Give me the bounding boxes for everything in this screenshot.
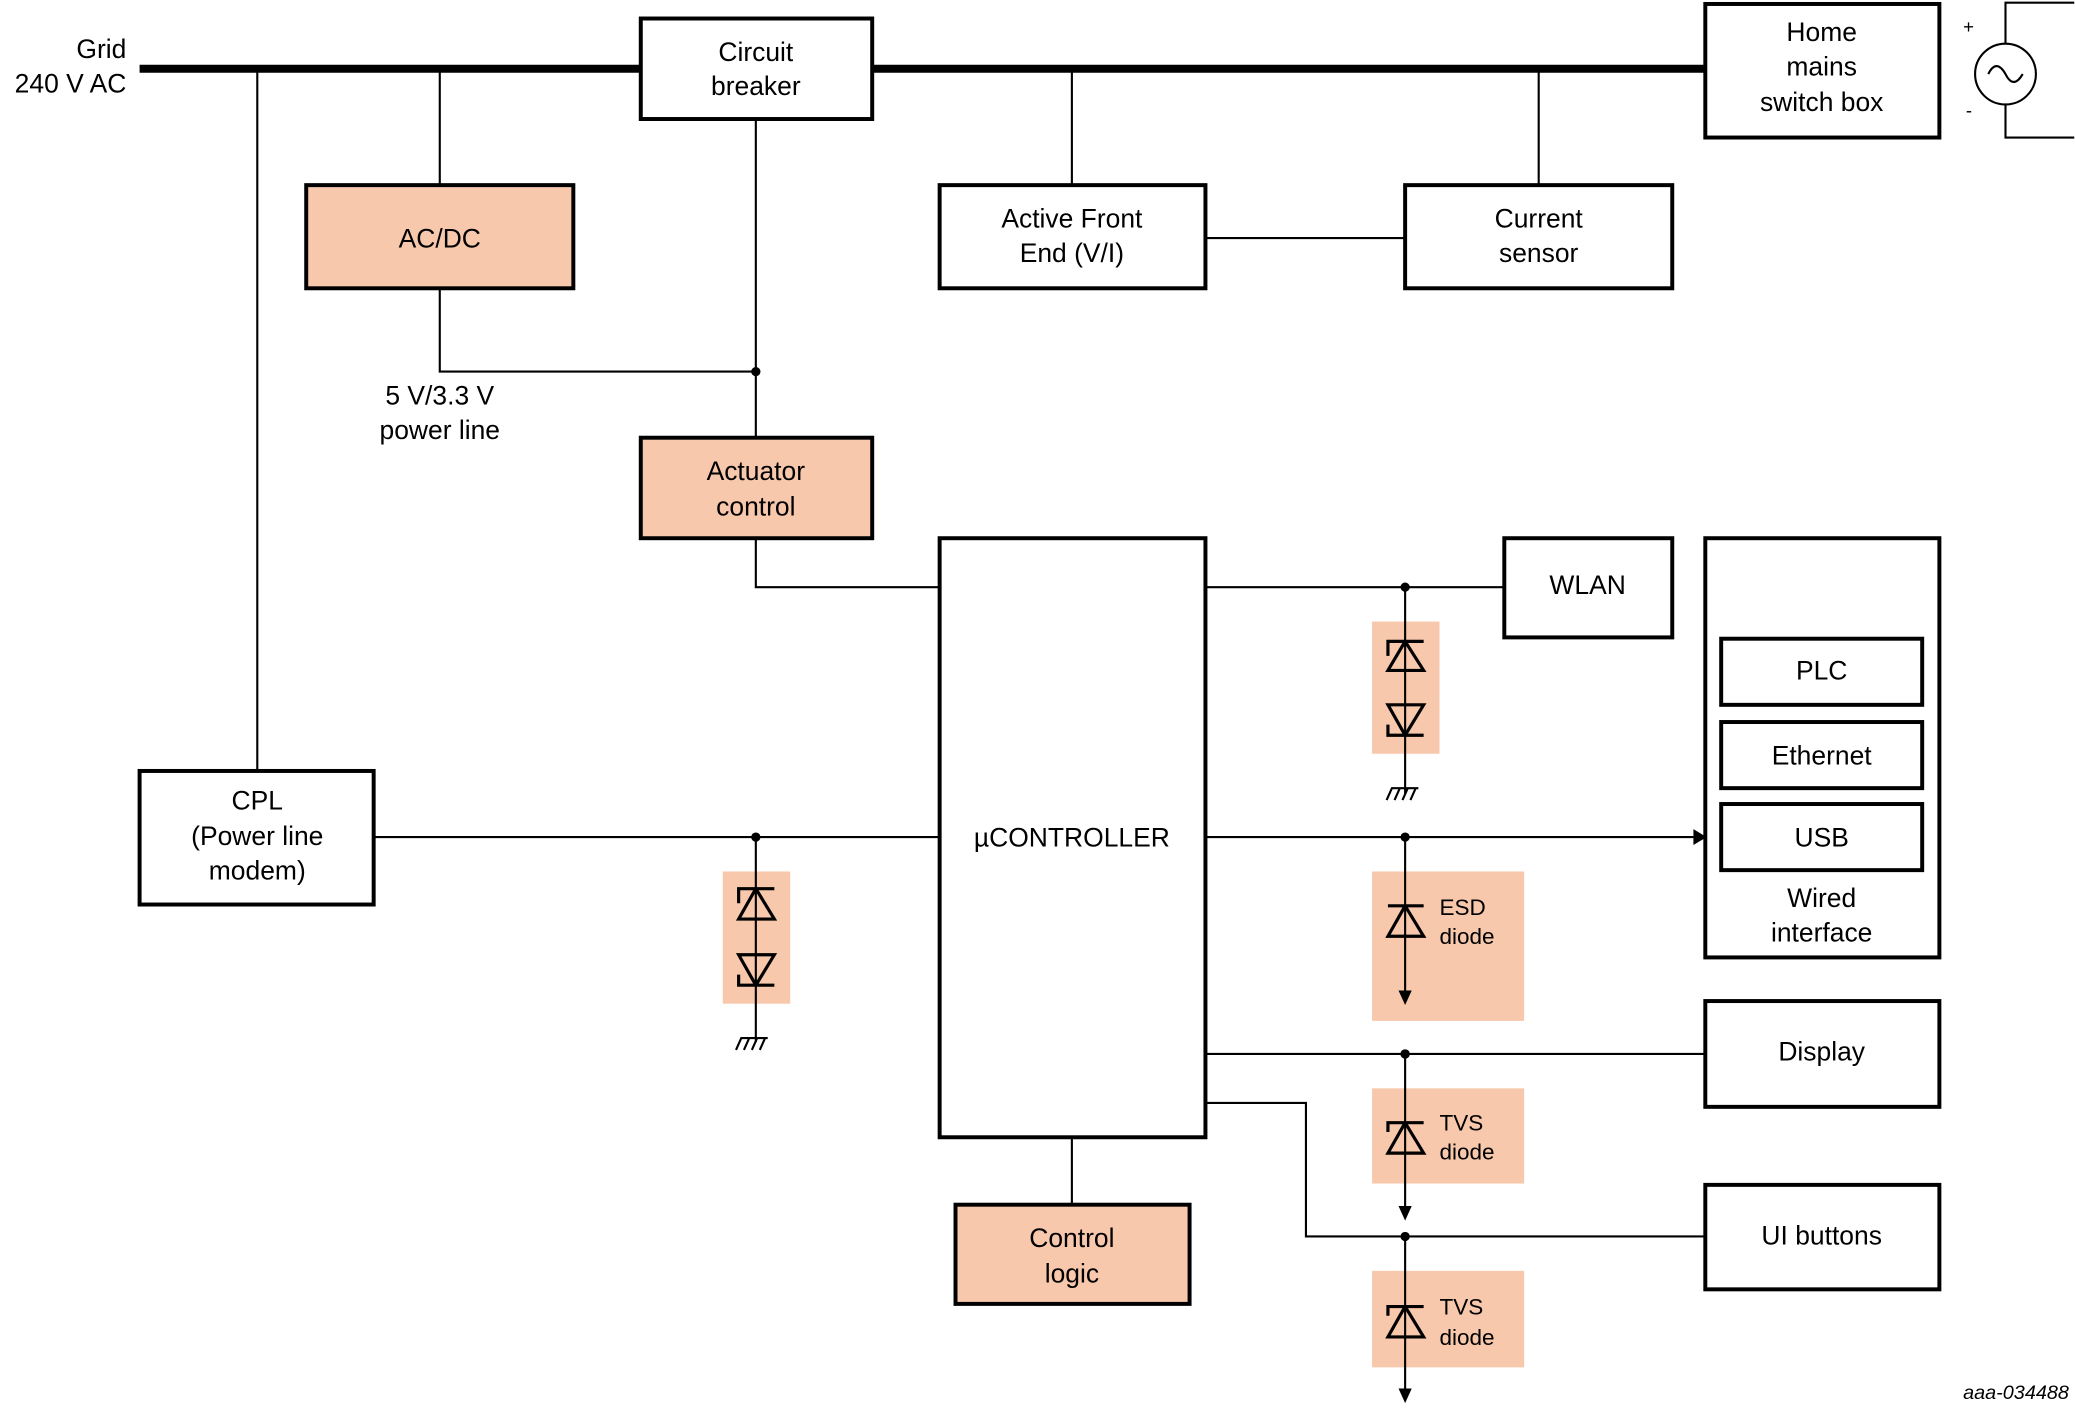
svg-text:Current: Current — [1495, 203, 1584, 233]
cpl-block: CPL (Power line modem) — [137, 768, 376, 907]
svg-text:Home: Home — [1786, 17, 1857, 47]
svg-text:logic: logic — [1045, 1259, 1099, 1289]
circuit-breaker-block: Circuit breaker — [638, 16, 875, 121]
power-line-label: 5 V/3.3 V — [385, 381, 494, 411]
svg-text:AC/DC: AC/DC — [399, 223, 481, 253]
grid-label: Grid — [76, 34, 126, 64]
junction-dot — [751, 366, 761, 377]
svg-text:Actuator: Actuator — [707, 456, 806, 486]
ethernet-block — [1719, 720, 1925, 791]
active-front-end-block: Active Front End (V/I) — [937, 183, 1208, 291]
junction-dot-display — [1400, 1049, 1410, 1059]
svg-text:diode: diode — [1440, 1140, 1495, 1165]
bidirectional-esd-diode-icon — [1372, 582, 1440, 801]
ac-source-icon — [1974, 42, 2037, 106]
svg-text:End (V/I): End (V/I) — [1020, 238, 1124, 268]
display-block: Display — [1703, 999, 1942, 1109]
svg-text:Wired: Wired — [1787, 883, 1856, 913]
tvs-diode-icon-2: TVS diode — [1372, 1231, 1525, 1404]
svg-text:Active Front: Active Front — [1001, 203, 1143, 233]
svg-text:UI buttons: UI buttons — [1761, 1220, 1882, 1250]
wires — [256, 1, 2075, 1238]
svg-text:diode: diode — [1440, 924, 1495, 949]
svg-text:interface: interface — [1771, 918, 1872, 948]
svg-text:CPL: CPL — [232, 785, 283, 815]
home-mains-switch-box-block: Home mains switch box — [1703, 1, 1942, 140]
svg-text:(Power line: (Power line — [191, 821, 323, 851]
ac-dc-block: AC/DC — [304, 183, 576, 291]
usb-block — [1719, 802, 1925, 873]
svg-text:Display: Display — [1778, 1037, 1865, 1067]
microcontroller-block: µCONTROLLER — [937, 536, 1208, 1140]
svg-text:sensor: sensor — [1499, 238, 1579, 268]
svg-text:control: control — [716, 492, 795, 522]
svg-text:Control: Control — [1029, 1223, 1114, 1253]
wired-interface-block: PLC Ethernet USB Wired interface — [1703, 536, 1942, 960]
power-line-label-2: power line — [380, 415, 501, 445]
svg-text:WLAN: WLAN — [1549, 570, 1625, 600]
svg-text:Ethernet: Ethernet — [1772, 740, 1873, 770]
plc-block — [1719, 636, 1925, 707]
svg-text:Circuit: Circuit — [718, 37, 794, 67]
tvs-diode-icon: TVS diode — [1372, 1049, 1525, 1221]
svg-text:TVS: TVS — [1440, 1294, 1484, 1319]
svg-text:USB: USB — [1794, 822, 1848, 852]
ui-buttons-block: UI buttons — [1703, 1182, 1942, 1292]
grid-voltage-label: 240 V AC — [15, 69, 127, 99]
source-minus: - — [1966, 99, 1972, 120]
bidirectional-cpl-diode-icon — [722, 832, 791, 1051]
svg-text:TVS: TVS — [1440, 1111, 1484, 1136]
svg-text:breaker: breaker — [711, 71, 801, 101]
wlan-block: WLAN — [1502, 536, 1675, 640]
source-plus: + — [1963, 16, 1974, 37]
svg-text:diode: diode — [1440, 1325, 1495, 1350]
svg-text:switch box: switch box — [1760, 87, 1883, 117]
svg-text:PLC: PLC — [1796, 656, 1847, 686]
svg-text:µCONTROLLER: µCONTROLLER — [974, 822, 1170, 852]
svg-text:ESD: ESD — [1440, 895, 1486, 920]
svg-text:modem): modem) — [209, 855, 306, 885]
current-sensor-block: Current sensor — [1403, 183, 1675, 291]
actuator-control-block: Actuator control — [638, 435, 875, 541]
esd-diode-icon: ESD diode — [1372, 832, 1525, 1021]
svg-text:mains: mains — [1786, 51, 1857, 81]
control-logic-block: Control logic — [953, 1202, 1192, 1306]
figure-id: aaa-034488 — [1963, 1382, 2069, 1404]
